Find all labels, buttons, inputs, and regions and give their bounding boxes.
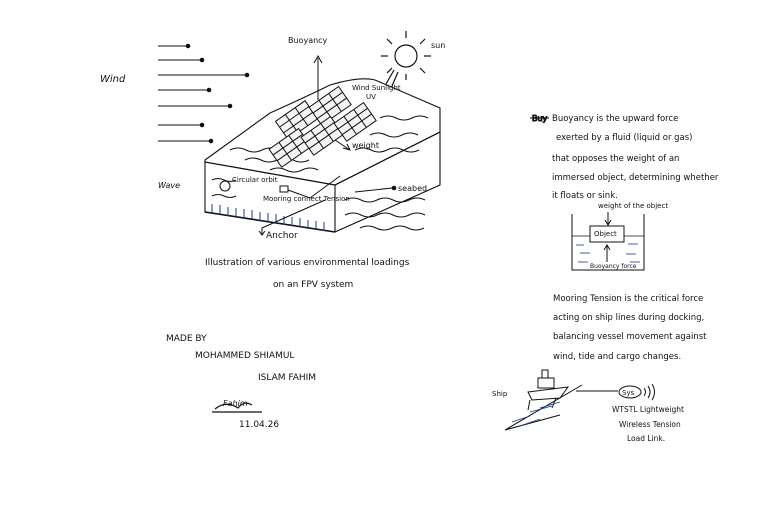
- circular-orbit-label: Circular orbit: [232, 176, 278, 184]
- buoyancy-force-label: Buoyancy force: [590, 263, 637, 270]
- wave-label: Wave: [158, 181, 180, 190]
- sensor-caption-line2: Wireless Tension: [619, 420, 681, 429]
- author-date: 11.04.26: [239, 420, 279, 430]
- made-by-label: MADE BY: [166, 334, 207, 344]
- wind-arrows: [158, 44, 249, 143]
- signature-text: Fahim: [223, 399, 248, 408]
- wind-label: Wind: [100, 74, 126, 85]
- mooring-tension-label: Mooring connect Tension: [263, 195, 350, 203]
- circular-orbit-icon: [220, 181, 230, 191]
- mooring-note-line2: acting on ship lines during docking,: [553, 313, 704, 323]
- mooring-note-line1: Mooring Tension is the critical force: [553, 294, 703, 304]
- weight-of-object-label: weight of the object: [598, 202, 668, 210]
- mooring-note-line3: balancing vessel movement against: [553, 332, 707, 342]
- buoyancy-note-line4: immersed object, determining whether: [552, 173, 719, 183]
- buoyancy-note-strike: Buy: [530, 114, 549, 123]
- solar-panels: [269, 87, 376, 168]
- tank-diagram: [572, 212, 644, 270]
- sensor-label: Sys: [622, 389, 635, 397]
- sensor-caption-line1: WTSTL Lightweight: [612, 405, 684, 414]
- author-name-line1: MOHAMMED SHIAMUL: [195, 351, 294, 361]
- buoyancy-note-line1: Buoyancy is the upward force: [552, 114, 678, 124]
- seabed-label: seabed: [398, 184, 427, 193]
- weight-label: weight: [352, 141, 379, 150]
- buoyancy-arrow: [314, 56, 322, 100]
- uv-label: UV: [366, 93, 376, 101]
- sensor-caption-line3: Load Link.: [627, 434, 665, 443]
- diagram-caption-line1: Illustration of various environmental lo…: [205, 258, 410, 268]
- diagram-caption-line2: on an FPV system: [273, 280, 353, 290]
- sun-icon: [381, 31, 431, 86]
- buoyancy-note-line2: exerted by a fluid (liquid or gas): [556, 133, 693, 143]
- buoyancy-label: Buoyancy: [288, 36, 328, 45]
- sun-label: sun: [431, 41, 445, 50]
- anchor-label: Anchor: [266, 231, 298, 241]
- author-name-line2: ISLAM FAHIM: [258, 373, 316, 383]
- ship-drawing: [505, 370, 618, 430]
- buoyancy-note-line5: it floats or sink.: [552, 191, 618, 201]
- ship-label: Ship: [492, 390, 508, 398]
- weight-arrow: [335, 140, 350, 150]
- seabed-pointer: [355, 186, 396, 192]
- mooring-note-line4: wind, tide and cargo changes.: [553, 352, 681, 362]
- object-label: Object: [594, 230, 617, 238]
- buoyancy-note-line3: that opposes the weight of an: [552, 154, 679, 164]
